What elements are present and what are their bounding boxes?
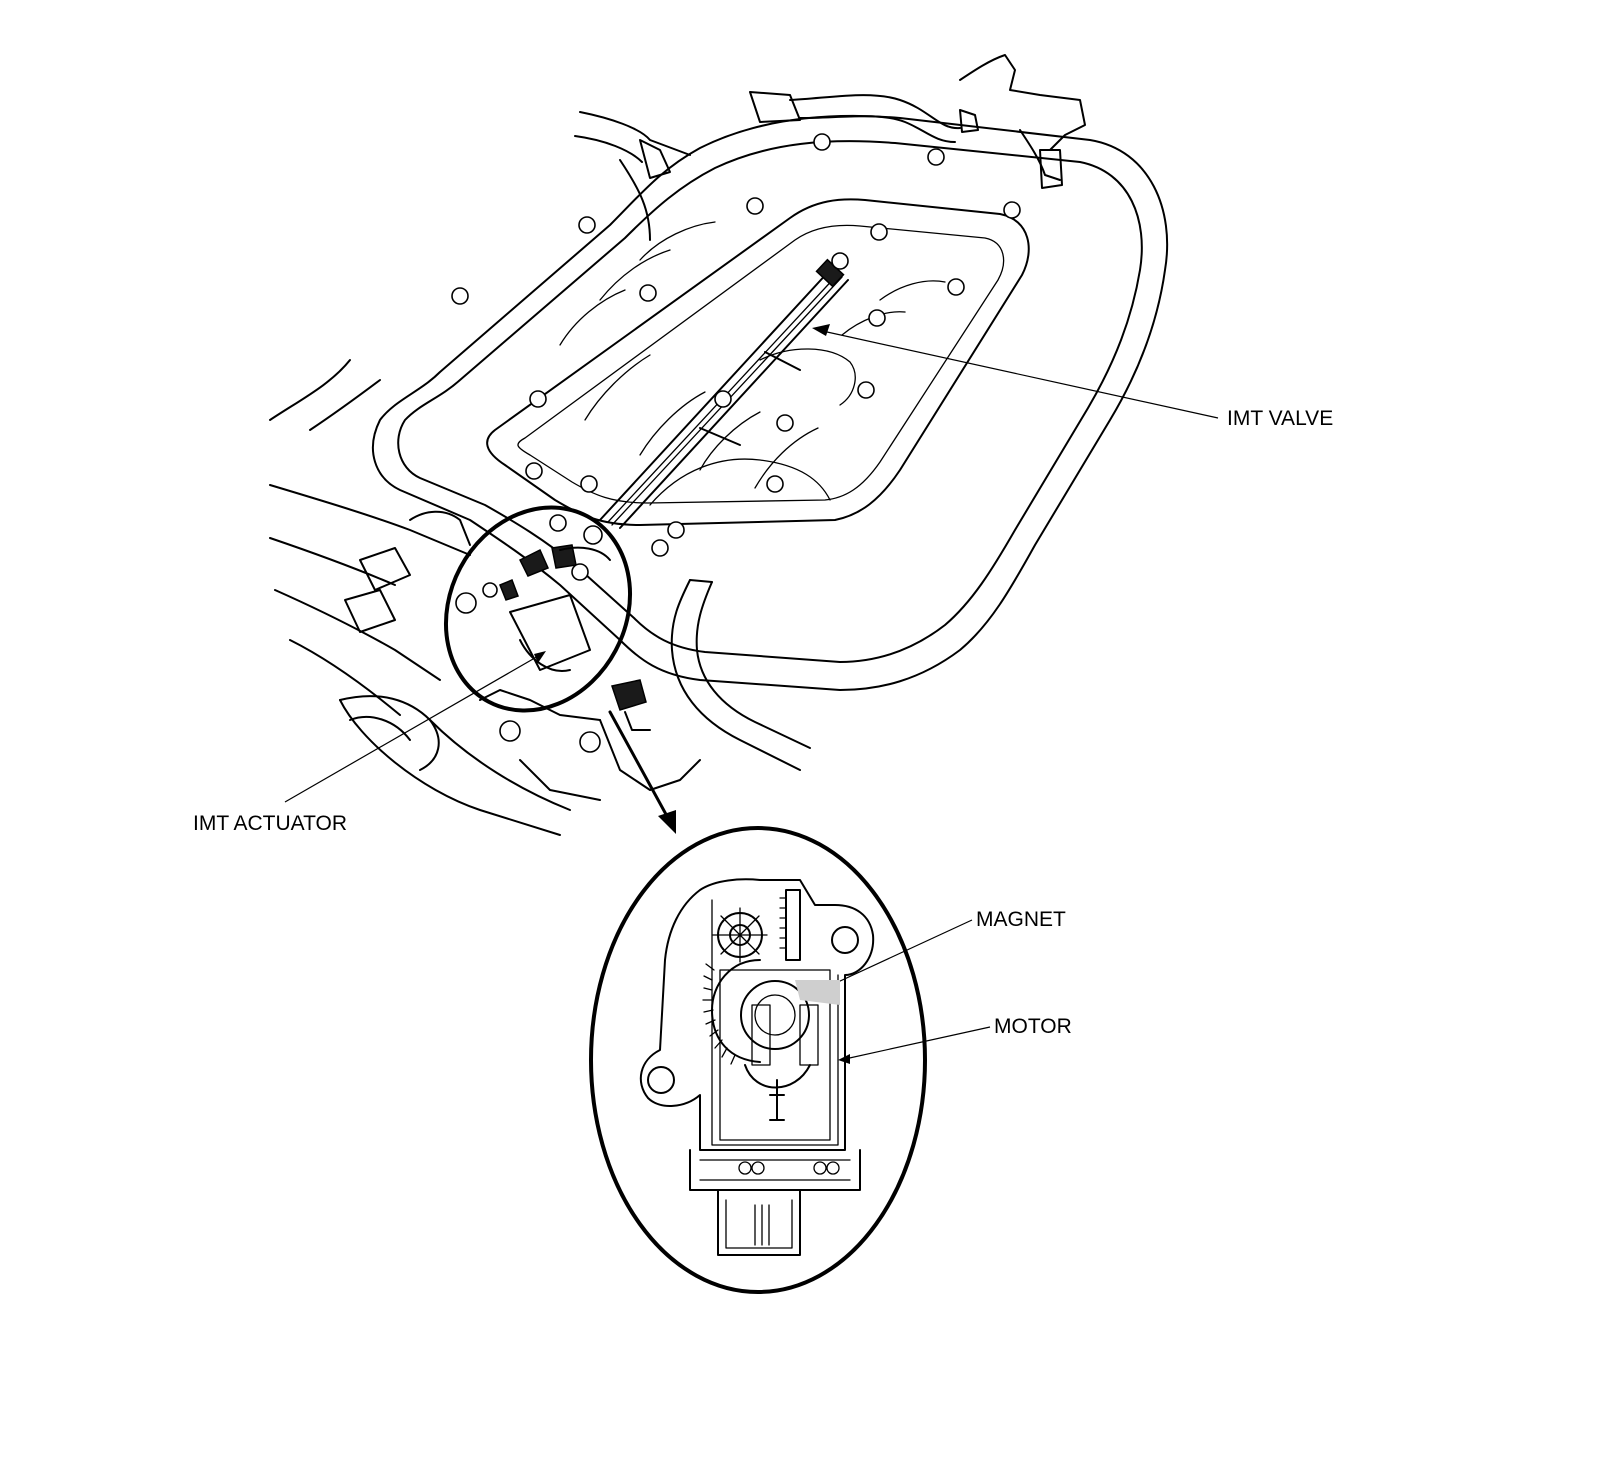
- label-magnet: MAGNET: [976, 908, 1066, 931]
- label-imt-valve: IMT VALVE: [1227, 407, 1334, 430]
- imt-actuator-small: [443, 505, 633, 713]
- upper-hoses: [574, 54, 1086, 241]
- engine-lower-left: [269, 359, 811, 836]
- intake-manifold: [371, 114, 1169, 753]
- actuator-detail: [589, 826, 927, 1294]
- label-imt-actuator: IMT ACTUATOR: [193, 812, 348, 835]
- label-motor: MOTOR: [994, 1015, 1072, 1038]
- leaders: [284, 324, 1219, 1064]
